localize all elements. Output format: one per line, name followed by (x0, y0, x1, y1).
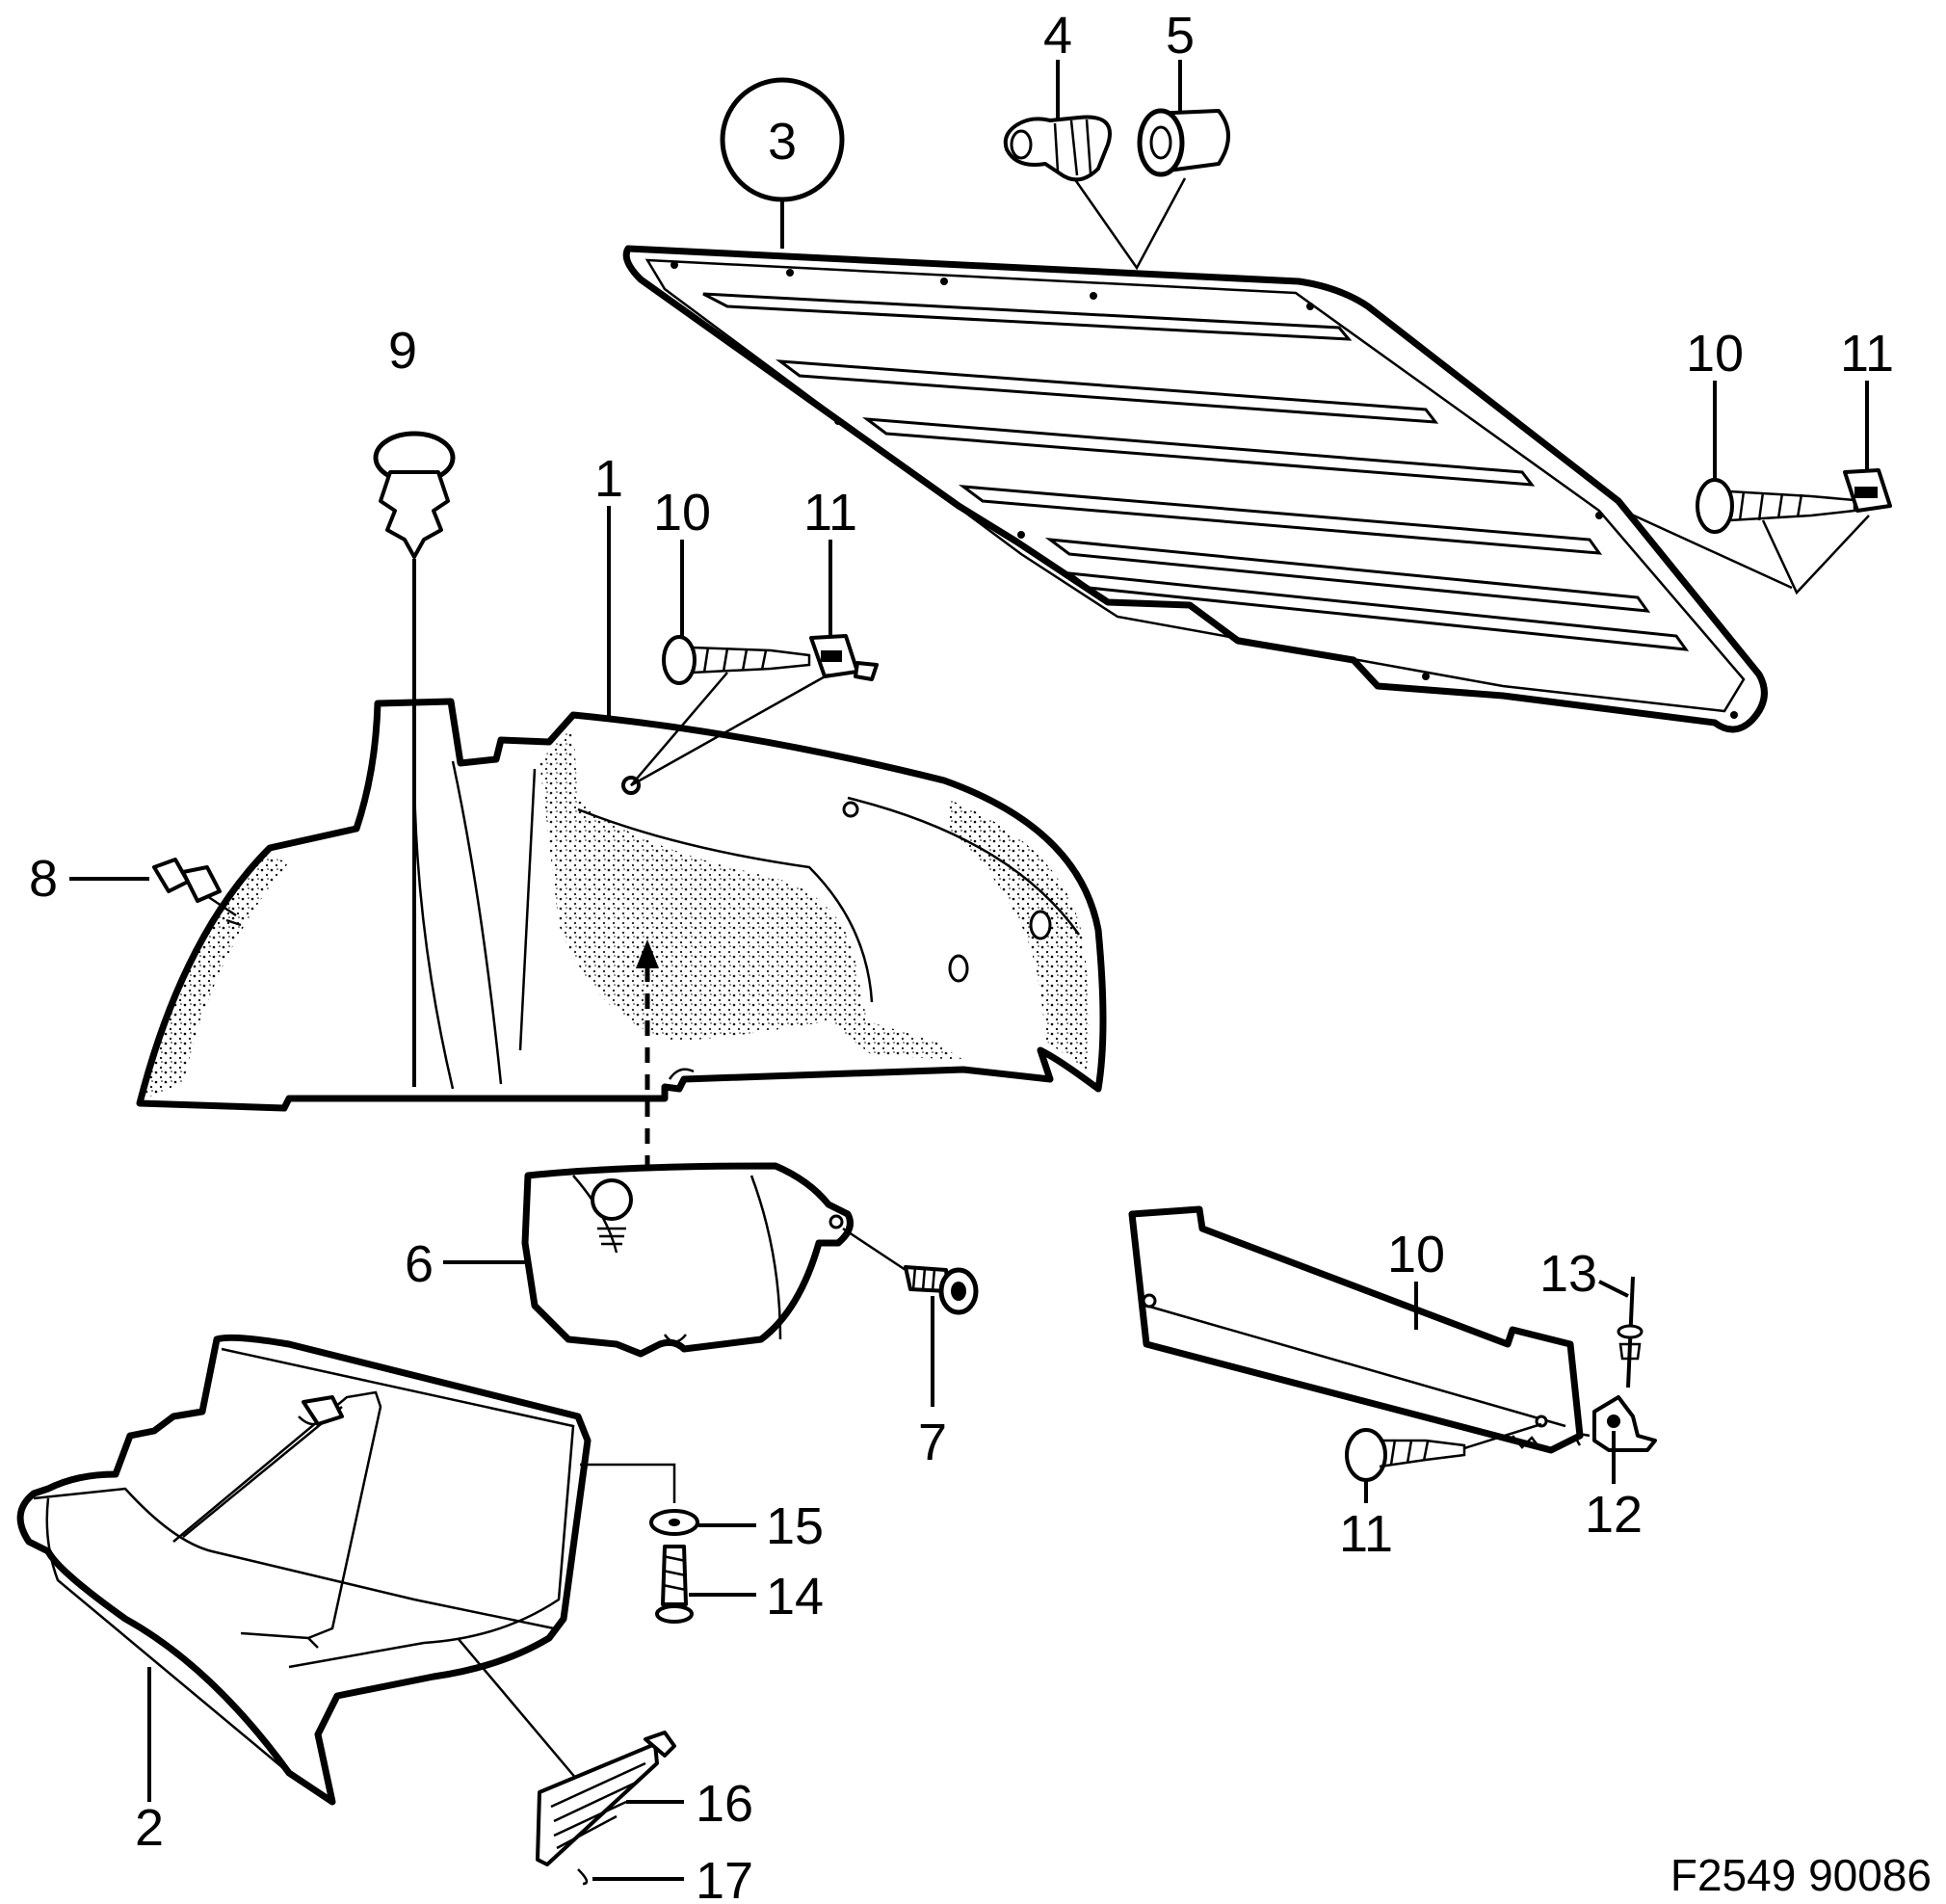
callout-label-11b: 11 (1840, 325, 1894, 383)
tray-2 (16, 1334, 592, 1806)
parcel-shelf (622, 245, 1768, 733)
callout-18: 16 (626, 1775, 753, 1833)
screw-10-right (1696, 478, 1856, 534)
callout-label-6: 6 (405, 1235, 434, 1293)
leader-tray-18 (457, 1637, 589, 1793)
assembly-arrow (636, 939, 659, 1171)
callout-16: 14 (689, 1568, 824, 1626)
callout-label-10b: 10 (1686, 325, 1744, 383)
callout-17: 15 (698, 1497, 824, 1555)
callout-10b: 10 (1686, 325, 1744, 480)
callout-label-18: 16 (696, 1775, 753, 1833)
callout-label-15: 13 (1539, 1245, 1597, 1303)
callout-6: 6 (405, 1235, 525, 1293)
callout-label-12: 10 (1387, 1226, 1445, 1283)
callout-label-9: 9 (388, 322, 417, 380)
callout-1: 1 (594, 450, 623, 718)
side-panel-1 (136, 698, 1107, 1112)
callout-5: 5 (1166, 7, 1195, 111)
callout-3: 3 (720, 77, 845, 249)
callout-4: 4 (1043, 7, 1072, 120)
rail-12 (1128, 1205, 1584, 1454)
drawing-code: F2549 90086 (1670, 1850, 1932, 1900)
callout-7: 7 (918, 1296, 947, 1471)
cover-6 (521, 1162, 854, 1358)
clip-11-right (1843, 468, 1892, 513)
push-pin-9 (373, 431, 456, 559)
callout-label-17: 15 (766, 1497, 824, 1555)
callout-11b: 11 (1840, 325, 1894, 470)
callout-2: 2 (135, 1667, 164, 1857)
plate-18 (536, 1731, 676, 1866)
screw-13 (1345, 1428, 1466, 1482)
leader-6-7 (842, 1227, 907, 1272)
leader-tray-17 (580, 1463, 676, 1503)
callout-14: 12 (1585, 1431, 1643, 1544)
callout-label-1: 1 (594, 450, 623, 508)
clip-4 (1003, 115, 1112, 182)
callout-label-14: 12 (1585, 1486, 1643, 1544)
callout-15: 13 (1539, 1245, 1629, 1303)
screw-7 (904, 1265, 979, 1315)
callout-label-2: 2 (135, 1799, 164, 1857)
callout-label-8: 8 (29, 850, 58, 908)
clip-8 (152, 858, 242, 927)
callout-label-19: 17 (696, 1852, 753, 1904)
leader-13 (1463, 1422, 1542, 1450)
screw-10-left (662, 635, 811, 685)
callout-19: 17 (577, 1852, 753, 1904)
callout-13: 11 (1339, 1480, 1393, 1563)
bracket-14 (1575, 1395, 1657, 1452)
pin-15 (1617, 1276, 1644, 1388)
washer-17 (649, 1509, 699, 1536)
callout-label-5: 5 (1166, 7, 1195, 65)
callout-11a: 11 (803, 484, 857, 636)
screw-16 (655, 1545, 694, 1624)
callout-label-16: 14 (766, 1568, 824, 1626)
leader-4-5 (1072, 177, 1187, 271)
callout-label-11a: 11 (803, 484, 857, 542)
callout-label-13: 11 (1339, 1505, 1393, 1563)
callout-12: 10 (1387, 1226, 1445, 1330)
bushing-5 (1137, 108, 1230, 177)
leader-shelf-right (1622, 509, 1793, 590)
callout-label-10a: 10 (653, 484, 711, 542)
callout-8: 8 (29, 850, 149, 908)
callout-label-3: 3 (768, 113, 797, 171)
callout-9: 9 (388, 322, 417, 380)
callout-10a: 10 (653, 484, 711, 636)
callout-label-7: 7 (918, 1414, 947, 1471)
leader-10-11-left (630, 672, 829, 787)
clip-11-left (809, 634, 879, 681)
callout-label-4: 4 (1043, 7, 1072, 65)
leader-10-11-right (1761, 515, 1870, 595)
